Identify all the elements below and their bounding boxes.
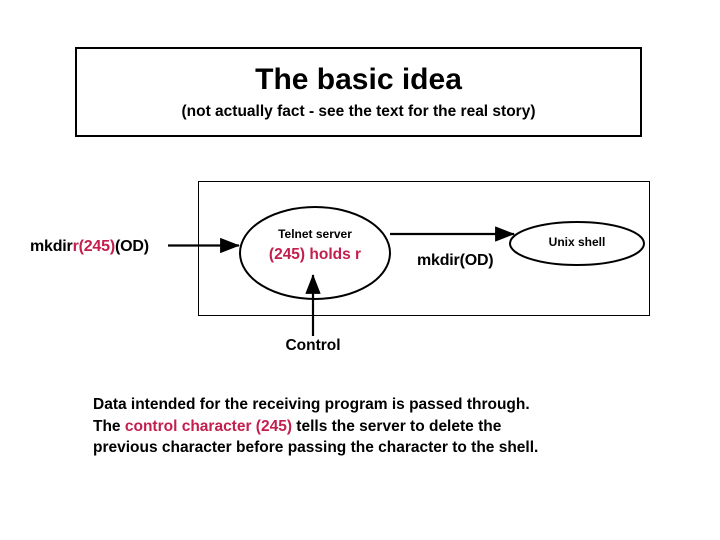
caption-line-1: Data intended for the receiving program … (93, 396, 530, 413)
input-command-prefix: mkdir (30, 238, 73, 255)
input-command-suffix: (OD) (114, 238, 149, 255)
caption-line-2-suffix: tells the server to delete the (292, 417, 502, 435)
diagram-boundary-box (198, 181, 650, 316)
caption-line-2: The control character (245) tells the se… (93, 416, 633, 438)
middle-arrow-label: mkdir(OD) (417, 252, 494, 269)
caption-line-2-prefix: The (93, 417, 125, 435)
caption-line-2-highlight: control character (245) (124, 417, 292, 435)
caption-text: Data intended for the receiving program … (93, 394, 633, 459)
input-command-label: mkdirr(245)(OD) (30, 238, 149, 256)
caption-line-3: previous character before passing the ch… (93, 439, 539, 456)
telnet-server-title: Telnet server (278, 227, 352, 241)
input-command-highlight: r(245) (72, 238, 116, 255)
telnet-server-state: (245) holds r (268, 246, 362, 263)
control-arrow-label: Control (285, 337, 341, 354)
unix-shell-title: Unix shell (548, 235, 606, 249)
page-subtitle: (not actually fact - see the text for th… (181, 103, 536, 120)
page-title: The basic idea (255, 63, 462, 96)
title-box: The basic idea (not actually fact - see … (75, 47, 642, 137)
